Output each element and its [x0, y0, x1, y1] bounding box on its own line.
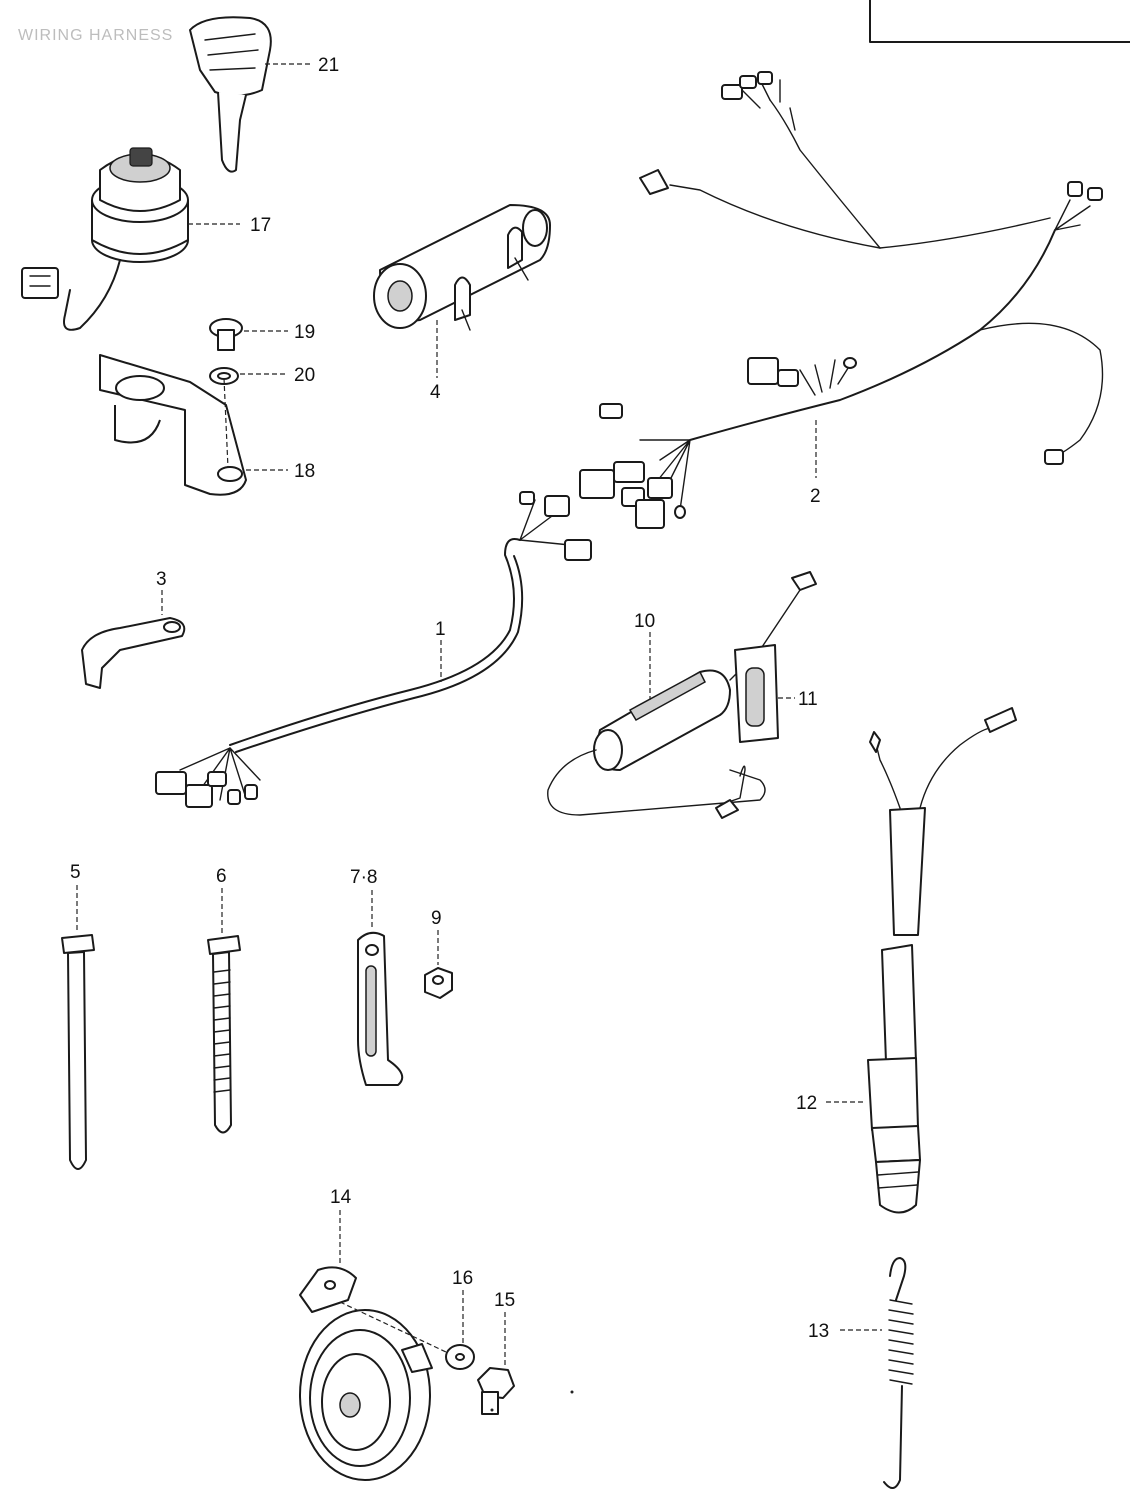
part-19-screw: [209, 318, 243, 351]
part-15-bolt: [477, 1367, 515, 1415]
callout-16: 16: [452, 1268, 473, 1289]
part-16-washer: [339, 1301, 475, 1370]
part-2-main-harness: [579, 71, 1104, 529]
callout-9: 9: [431, 908, 442, 929]
callout-10: 10: [634, 611, 655, 632]
part-5-cable-tie: [61, 934, 95, 1170]
part-11-fuse-bracket: [734, 644, 779, 743]
corner-frame: [869, 0, 1130, 43]
part-9-nut: [424, 967, 453, 999]
part-7-8-band: [357, 931, 404, 1086]
callout-13: 13: [808, 1321, 829, 1342]
callout-4: 4: [430, 382, 441, 403]
callout-19: 19: [294, 322, 315, 343]
callout-12: 12: [796, 1093, 817, 1114]
diagram-title: WIRING HARNESS: [18, 27, 173, 44]
part-10-fuse-holder: [547, 571, 817, 819]
part-6-cable-tie: [207, 935, 241, 1134]
part-13-spring: [883, 1257, 914, 1489]
callout-11: 11: [798, 689, 818, 710]
callout-1: 1: [435, 619, 446, 640]
callout-18: 18: [294, 461, 315, 482]
part-17-ignition-switch: [21, 147, 189, 331]
part-14-horn: [299, 1266, 433, 1481]
callout-14: 14: [330, 1187, 352, 1208]
part-1-sub-harness: [155, 491, 592, 808]
part-4-ignition-coil: [373, 204, 551, 331]
callout-21: 21: [318, 55, 339, 76]
callout-15: 15: [494, 1290, 515, 1311]
part-21-key: [189, 16, 272, 173]
part-18-bracket: [99, 354, 247, 496]
part-20-washer: [209, 367, 239, 385]
part-3-clamp: [81, 617, 186, 689]
callout-3: 3: [156, 569, 167, 590]
callout-7-8: 7·8: [350, 867, 377, 888]
callout-2: 2: [810, 486, 821, 507]
part-12-switch-sensor: [867, 707, 1017, 1214]
callout-17: 17: [250, 215, 271, 236]
callout-20: 20: [294, 365, 315, 386]
callout-5: 5: [70, 862, 81, 883]
callout-6: 6: [216, 866, 227, 887]
